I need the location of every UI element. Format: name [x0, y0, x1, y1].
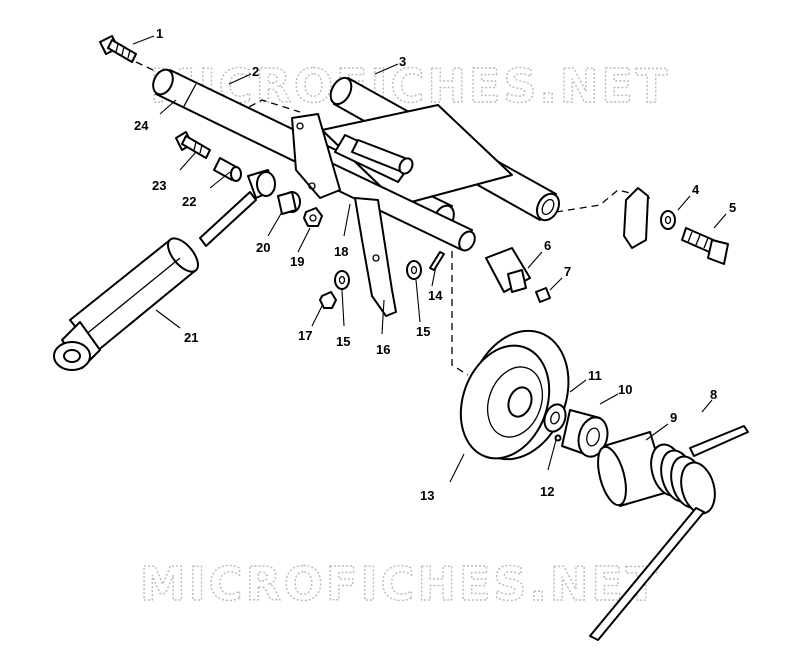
callout-22: 22 [182, 194, 196, 209]
callout-18: 18 [334, 244, 348, 259]
callout-17: 17 [298, 328, 312, 343]
bolt-14 [429, 251, 445, 271]
callout-19: 19 [290, 254, 304, 269]
callout-10: 10 [618, 382, 632, 397]
pin-12 [554, 434, 562, 442]
bolt-23 [175, 131, 211, 159]
bolt-5 [681, 227, 729, 265]
nut-7 [535, 287, 551, 303]
washer-15-right [406, 260, 422, 280]
callout-21: 21 [184, 330, 198, 345]
block-6 [485, 247, 531, 293]
nut-17 [319, 291, 337, 309]
callout-20: 20 [256, 240, 270, 255]
hanger-strap [354, 197, 397, 317]
assembly-line-bolt [135, 61, 171, 79]
callout-5: 5 [729, 200, 736, 215]
spacer-22 [213, 157, 242, 182]
callout-15-right: 15 [416, 324, 430, 339]
washer-15-left [334, 270, 350, 290]
bracket-plate [291, 113, 341, 199]
callout-7: 7 [564, 264, 571, 279]
callout-9: 9 [670, 410, 677, 425]
callout-2: 2 [252, 64, 259, 79]
bushing-20 [247, 169, 301, 215]
callout-3: 3 [399, 54, 406, 69]
washer-4 [660, 210, 676, 230]
callout-16: 16 [376, 342, 390, 357]
callout-4: 4 [692, 182, 700, 197]
bushing-10 [561, 409, 609, 458]
shock-absorber [53, 191, 257, 371]
cross-frame [315, 76, 561, 252]
callout-15-left: 15 [336, 334, 350, 349]
callout-11: 11 [588, 368, 602, 383]
idler-wheel [459, 329, 570, 461]
callout-6: 6 [544, 238, 551, 253]
nut-19 [303, 207, 323, 227]
mounting-tab [623, 187, 649, 249]
callout-13: 13 [420, 488, 434, 503]
torsion-spring-8 [589, 425, 749, 641]
watermark-bottom: MICROFICHES.NET [140, 557, 660, 611]
callout-14: 14 [428, 288, 443, 303]
callout-23: 23 [152, 178, 166, 193]
callout-12: 12 [540, 484, 554, 499]
callout-8: 8 [710, 387, 717, 402]
callout-1: 1 [156, 26, 163, 41]
washer-11 [543, 403, 567, 433]
leader-lines [132, 35, 727, 483]
bolt-1 [99, 35, 137, 63]
callout-24: 24 [134, 118, 149, 133]
assembly-line-idler [451, 215, 469, 376]
